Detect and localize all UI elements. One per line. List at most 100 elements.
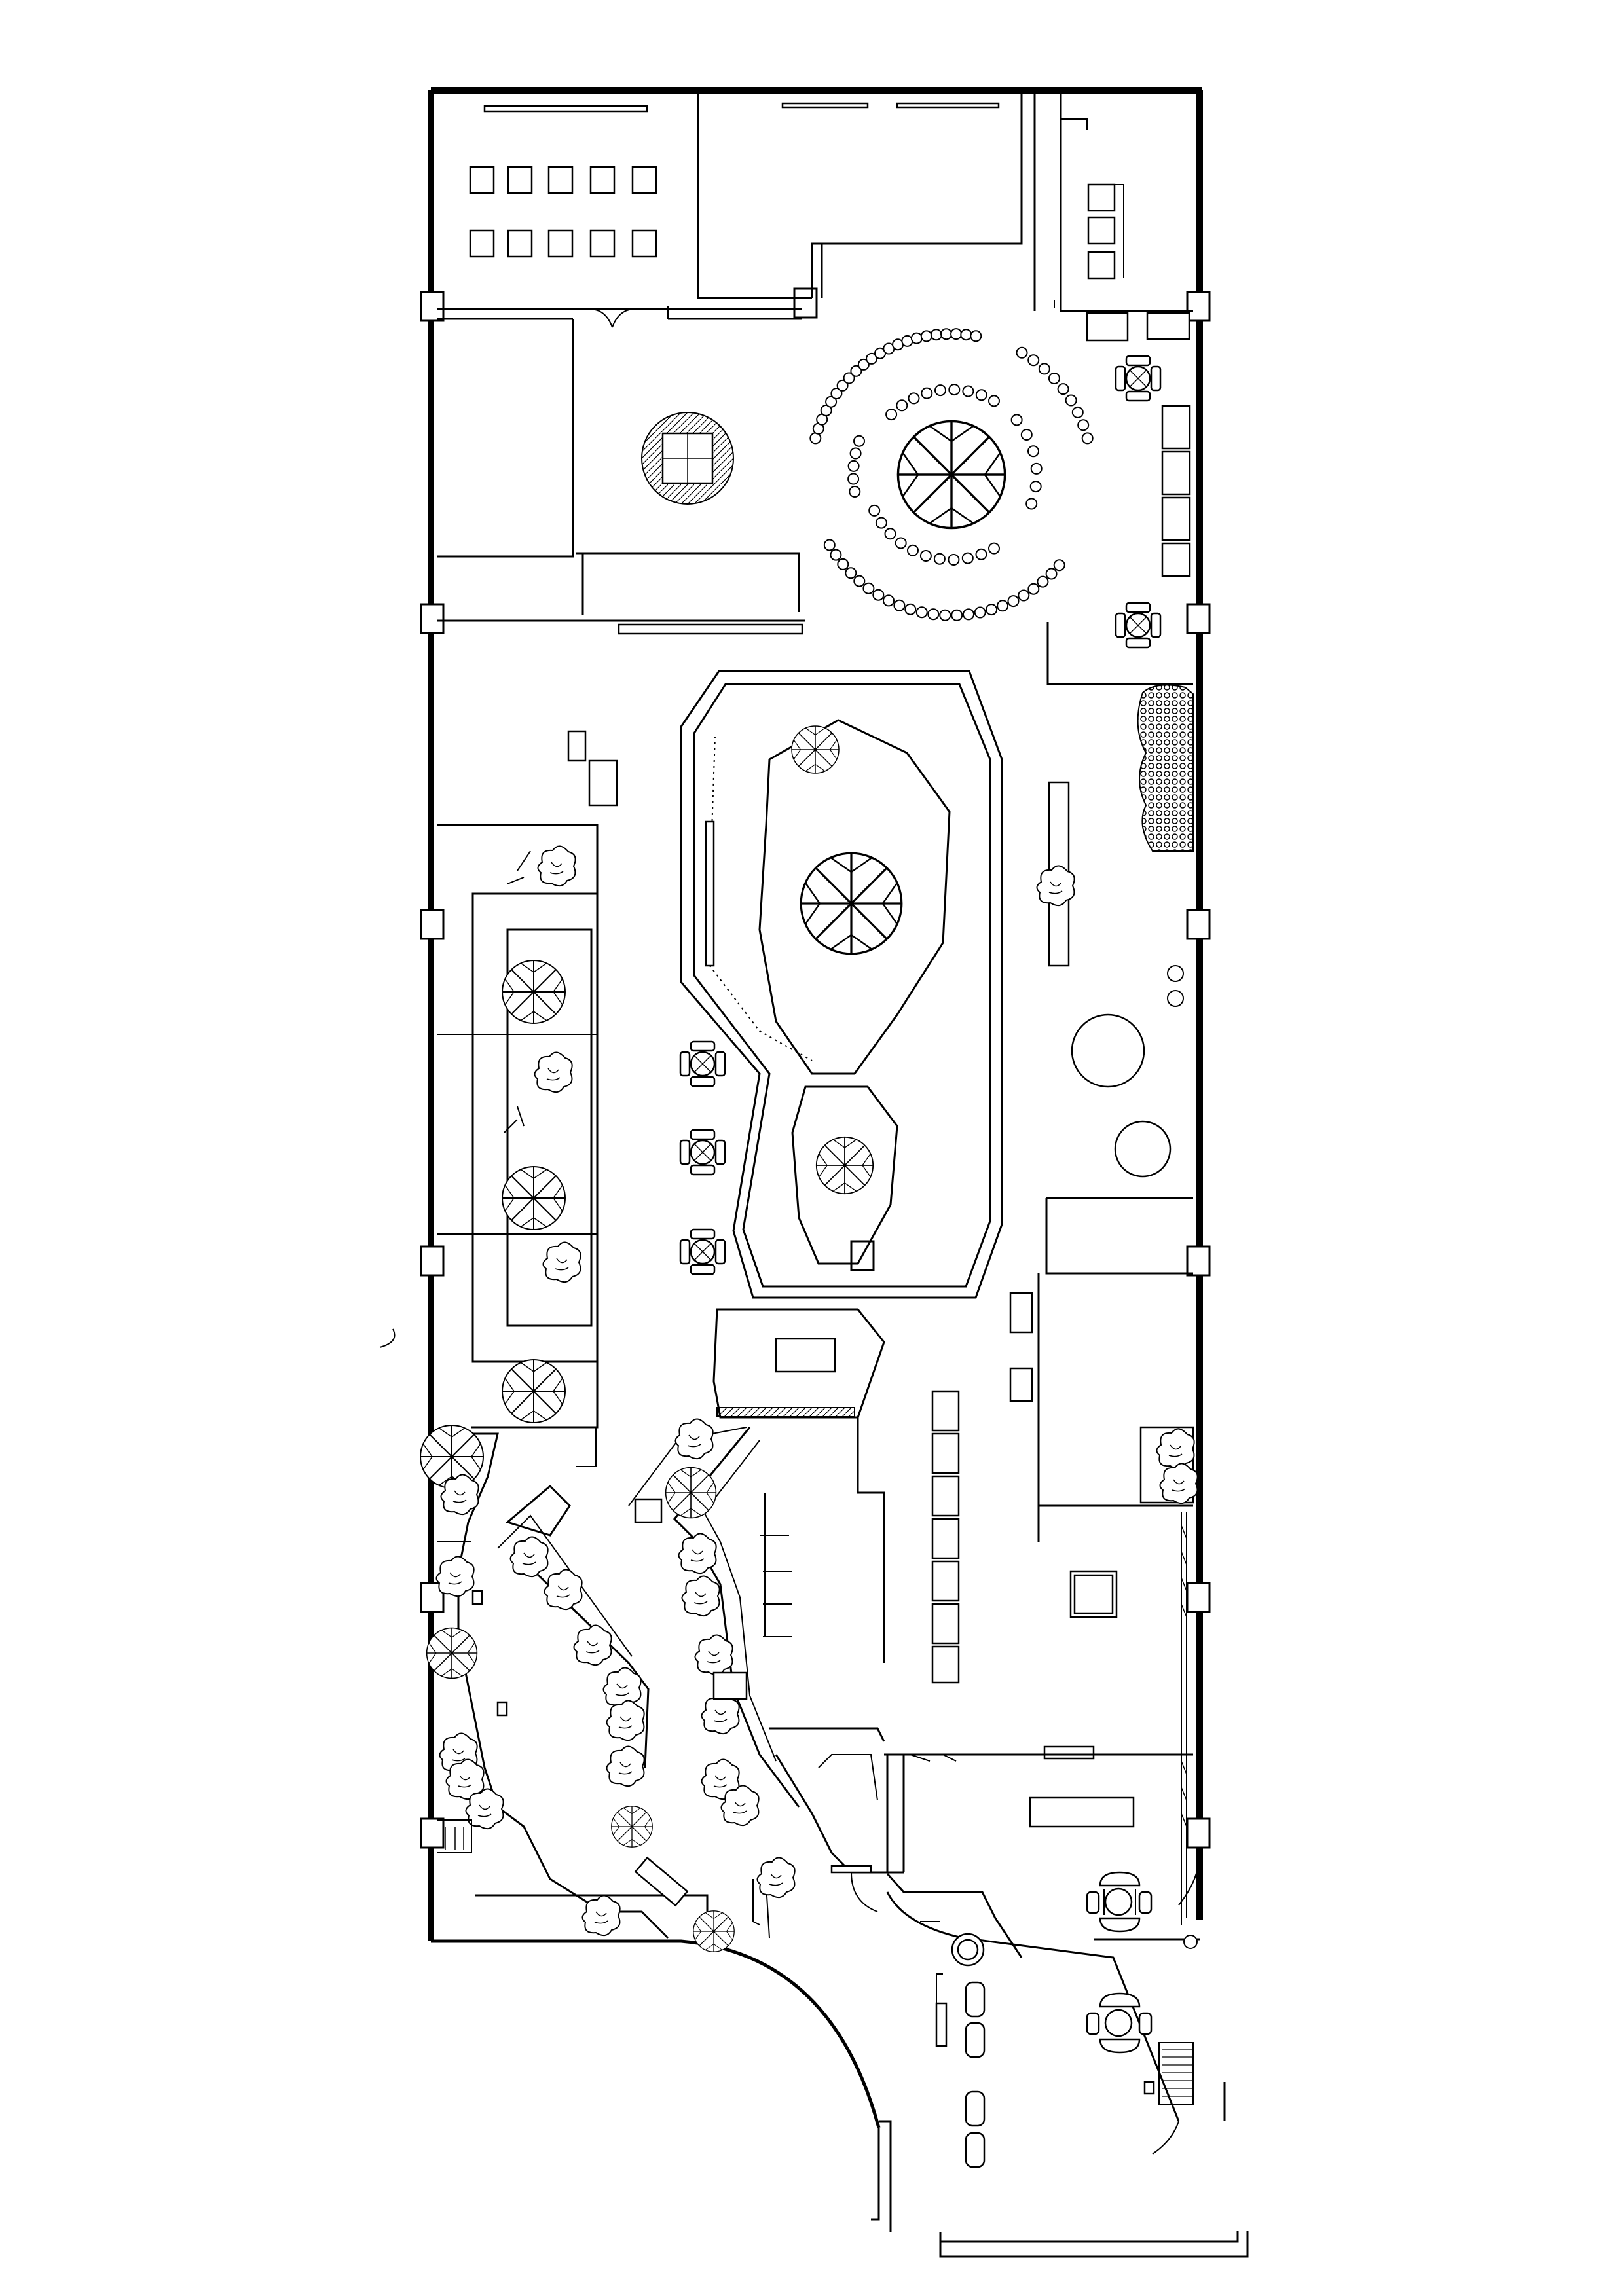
plant-cluster <box>1027 354 1040 367</box>
plant-cluster <box>1053 559 1065 572</box>
plant-cluster <box>875 517 887 529</box>
plant-cluster <box>853 435 865 447</box>
plant-cluster <box>849 447 862 460</box>
plant-cluster <box>1016 346 1028 359</box>
plant-cluster <box>910 332 923 344</box>
plant-cluster <box>847 473 860 485</box>
plant-cluster <box>962 385 974 397</box>
cafe-zone <box>902 1754 1200 2168</box>
plant-cluster <box>933 553 946 565</box>
plant-cluster <box>1020 429 1033 441</box>
plant-cluster <box>809 432 822 445</box>
plant-cluster <box>927 608 940 621</box>
plant-cluster <box>1027 445 1039 458</box>
plant-cluster <box>849 486 861 498</box>
plant-cluster <box>975 548 987 560</box>
plant-cluster <box>885 409 898 421</box>
upper-left-zone <box>437 306 805 807</box>
plant-cluster <box>836 379 849 392</box>
plant-cluster <box>930 329 942 341</box>
plant-cluster <box>872 589 885 601</box>
plant-cluster <box>1030 462 1043 475</box>
plant-cluster <box>961 552 974 564</box>
plant-cluster <box>868 504 881 517</box>
plant-cluster <box>1027 583 1040 595</box>
left-garden <box>379 824 599 1429</box>
plant-cluster <box>893 599 906 611</box>
plant-cluster <box>1065 394 1077 407</box>
plant-cluster <box>920 330 932 342</box>
plant-cluster <box>975 389 987 401</box>
stair-seats <box>1087 183 1124 280</box>
plant-cluster <box>1025 498 1038 510</box>
plant-cluster <box>883 594 895 607</box>
plant-cluster <box>1007 595 1020 608</box>
bench-block <box>1161 405 1191 577</box>
plant-cluster <box>837 558 849 570</box>
plant-cluster <box>847 460 860 472</box>
plant-cluster <box>1029 481 1042 493</box>
plant-cluster <box>866 352 878 365</box>
plant-cluster <box>825 395 838 408</box>
plant-cluster <box>1038 363 1050 375</box>
plant-cluster <box>939 609 951 621</box>
plant-cluster <box>948 384 961 396</box>
plant-cluster <box>1045 568 1058 580</box>
plant-cluster <box>1057 383 1069 395</box>
plant-cluster <box>915 606 928 619</box>
plant-cluster <box>986 604 998 616</box>
cafe-table-2 <box>1086 1992 1153 2054</box>
plant-cluster <box>845 567 857 579</box>
plant-cluster <box>830 549 842 561</box>
cafe-table-1 <box>1086 1871 1153 1933</box>
plant-cluster <box>904 603 917 615</box>
plant-cluster <box>960 329 972 341</box>
plant-cluster <box>919 550 932 562</box>
plant-cluster <box>921 387 933 399</box>
plant-cluster <box>896 399 908 412</box>
cafe-booths <box>935 1981 986 2168</box>
plant-cluster <box>908 392 920 405</box>
plant-cluster <box>843 372 855 384</box>
display-row <box>931 1390 960 1684</box>
central-tree <box>896 420 1006 530</box>
central-lower-zone <box>628 1308 1180 2122</box>
right-middle-zone <box>884 684 1198 1925</box>
plant-cluster <box>823 539 836 551</box>
stairs <box>1158 2042 1194 2105</box>
plant-cluster <box>850 365 862 377</box>
plant-cluster <box>950 328 963 340</box>
plant-cluster <box>934 384 946 397</box>
lower-landscape <box>420 1425 735 1952</box>
plant-cluster <box>988 542 1000 555</box>
plant-cluster <box>853 575 866 587</box>
plant-cluster <box>907 544 919 556</box>
plant-cluster <box>1037 575 1049 588</box>
plant-cluster <box>895 537 907 549</box>
seat-rows <box>469 166 657 258</box>
plant-cluster <box>963 608 974 621</box>
plant-cluster <box>884 528 896 540</box>
plant-cluster <box>857 358 870 371</box>
plant-cluster <box>1077 419 1090 431</box>
plant-cluster <box>1071 406 1084 418</box>
plant-cluster <box>951 609 963 621</box>
plant-cluster <box>974 606 986 619</box>
plant-cluster <box>988 395 1000 407</box>
top-rooms <box>437 92 1193 342</box>
plant-cluster <box>862 582 875 594</box>
plant-cluster <box>1081 432 1094 445</box>
plant-cluster <box>948 554 960 566</box>
plant-cluster <box>997 600 1009 612</box>
central-pond <box>679 670 1003 1299</box>
circular-garden <box>809 300 1193 685</box>
plant-cluster <box>1048 373 1060 384</box>
plant-cluster <box>940 328 952 340</box>
plant-cluster <box>970 330 982 342</box>
plant-cluster <box>1010 414 1023 426</box>
plant-cluster <box>820 404 832 416</box>
round-planter <box>641 412 734 505</box>
plant-cluster <box>830 388 843 399</box>
plant-cluster <box>1018 589 1030 602</box>
